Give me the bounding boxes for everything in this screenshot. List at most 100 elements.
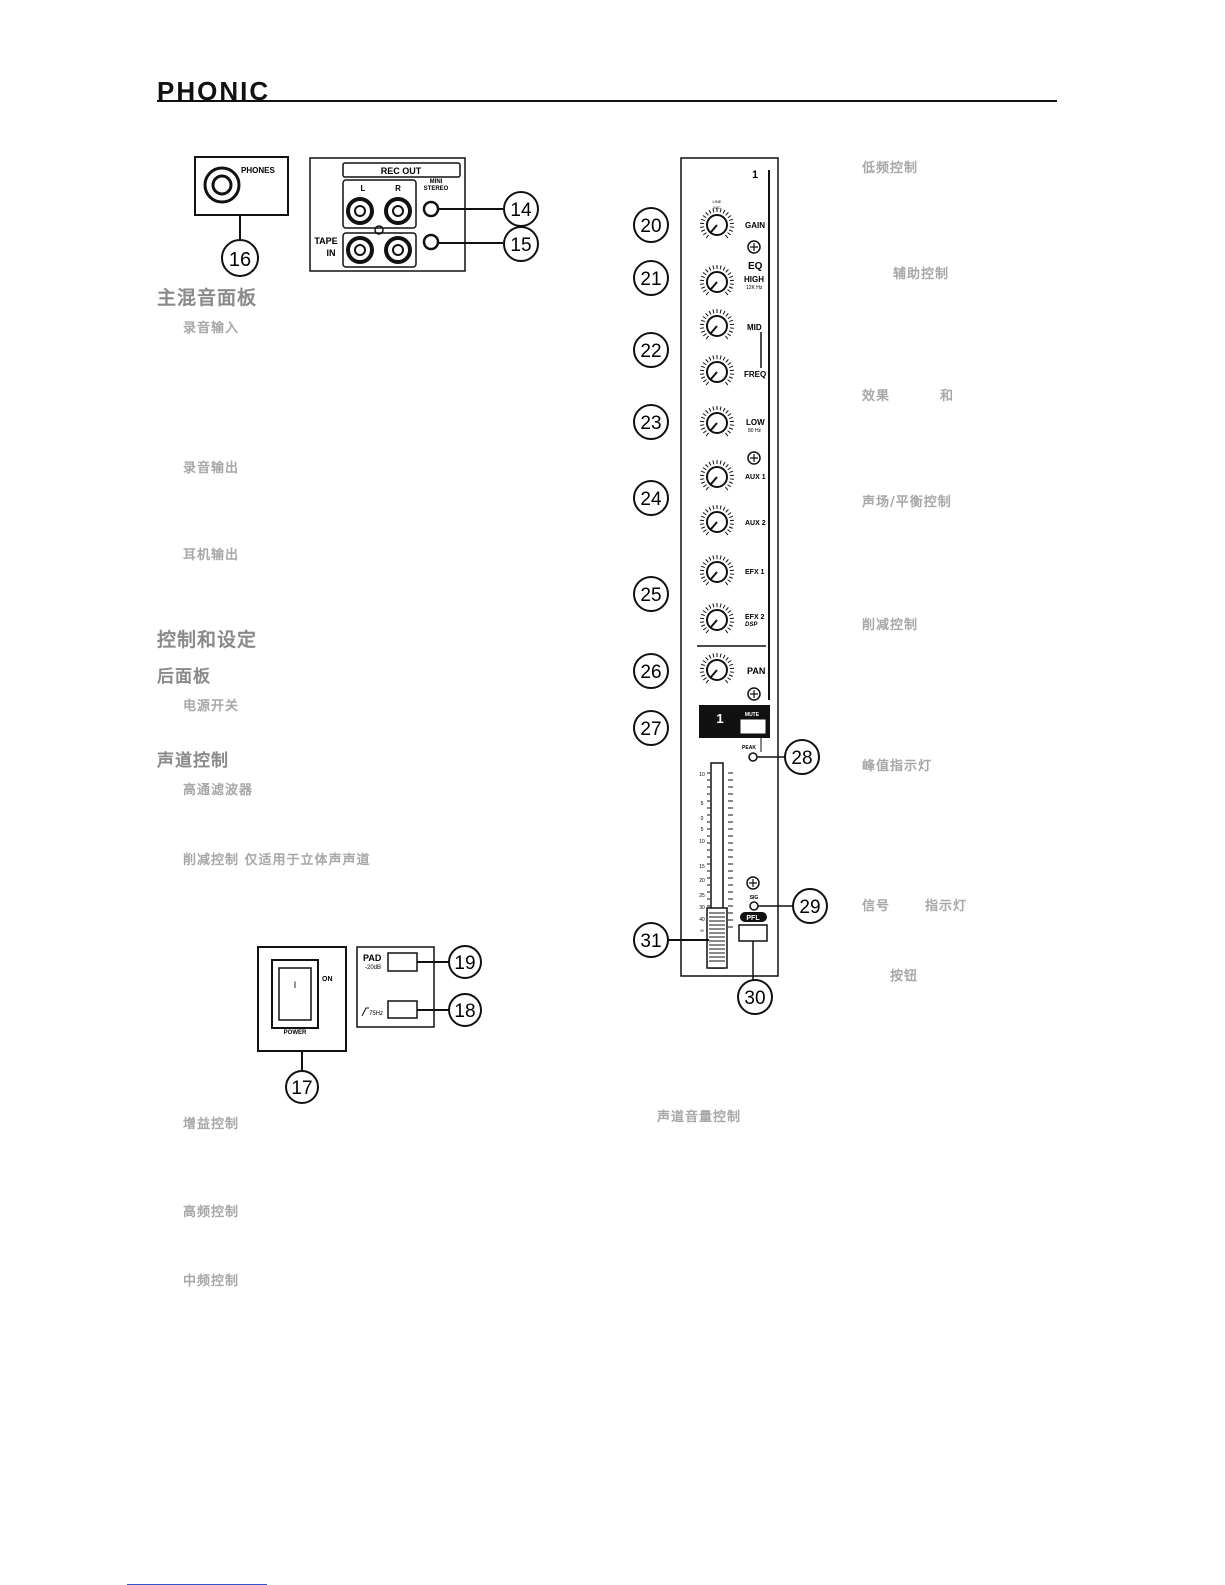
screw-icon (747, 687, 761, 701)
item-efx-b: 和 (940, 389, 955, 404)
screw-icon (747, 240, 761, 254)
pad-switch (387, 952, 418, 972)
svg-text:24: 24 (640, 489, 662, 510)
svg-text:LOW: LOW (746, 418, 765, 427)
knob-3 (700, 355, 734, 386)
pfl-badge (740, 912, 767, 922)
svg-text:R: R (395, 184, 401, 193)
callout-28: 28 (784, 739, 820, 775)
heading-rear-panel: 后面板 (157, 667, 211, 687)
rec-out-r-jack-icon (384, 197, 412, 225)
callout-24: 24 (633, 480, 669, 516)
knob-5 (700, 460, 734, 491)
tape-in-l-jack-icon (346, 236, 374, 264)
svg-text:26: 26 (640, 662, 661, 683)
svg-text:18: 18 (454, 1001, 475, 1022)
recout-panel (309, 157, 466, 272)
callout-21: 21 (633, 260, 669, 296)
item-rec-out: 录音输出 (183, 461, 240, 476)
svg-text:14: 14 (510, 200, 532, 221)
hpf-slope-icon (361, 1007, 369, 1017)
power-switch-icon (278, 967, 312, 1021)
callout-17 (285, 1070, 319, 1104)
callout-15 (503, 226, 539, 262)
svg-text:HIGH: HIGH (744, 275, 764, 284)
svg-text:31: 31 (640, 931, 661, 952)
fader-scale-label: ∞ (700, 928, 704, 934)
callout-27: 27 (633, 710, 669, 746)
svg-text:EFX 2: EFX 2 (745, 614, 765, 621)
svg-text:17: 17 (291, 1078, 312, 1099)
pfl-button (738, 924, 768, 942)
callout-26: 26 (633, 653, 669, 689)
phones-label: PHONES (241, 166, 275, 175)
svg-text:30: 30 (744, 988, 765, 1009)
strip-panel (680, 157, 779, 977)
item-efx-a: 效果 (862, 389, 891, 404)
callout-20: 20 (633, 207, 669, 243)
phonic-logo: PHONIC (157, 76, 271, 106)
power-figure: I ON POWER 17 PAD -20dB 75Hz 19 18 (257, 945, 482, 1104)
item-mute: 削减控制 (862, 618, 919, 633)
svg-text:PFL: PFL (746, 915, 760, 922)
screw-icon (747, 451, 761, 465)
svg-text:75Hz: 75Hz (369, 1011, 383, 1017)
svg-text:19: 19 (454, 953, 475, 974)
svg-text:MID: MID (747, 323, 762, 332)
svg-text:22: 22 (640, 341, 661, 362)
svg-text:L: L (361, 184, 366, 193)
fader-scale-label: 30 (699, 905, 705, 911)
svg-text:AUX 1: AUX 1 (745, 474, 766, 481)
heading-channel-controls: 声道控制 (157, 751, 229, 771)
svg-text:15: 15 (510, 235, 531, 256)
jacks-figure: PHONES 16 REC OUT L R MINI STEREO TAPE I… (194, 156, 539, 277)
svg-text:29: 29 (799, 897, 820, 918)
item-gain: 增益控制 (183, 1117, 240, 1132)
svg-text:MINI: MINI (430, 179, 443, 185)
item-power-switch: 电源开关 (183, 699, 240, 714)
item-aux: 辅助控制 (893, 267, 950, 282)
fader-scale-label: 25 (699, 893, 705, 899)
fader-scale-label: 15 (699, 864, 705, 870)
svg-text:AUX 2: AUX 2 (745, 520, 766, 527)
svg-text:I: I (294, 980, 297, 990)
item-channel-fader: 声道音量控制 (657, 1110, 742, 1125)
mute-button (739, 718, 767, 735)
svg-text:23: 23 (640, 413, 661, 434)
svg-text:27: 27 (640, 719, 661, 740)
knob-8 (700, 603, 734, 634)
fader-scale-label: 20 (699, 878, 705, 884)
item-high: 高频控制 (183, 1205, 240, 1220)
svg-text:80 Hz: 80 Hz (748, 428, 762, 434)
tape-in-r-jack-icon (384, 236, 412, 264)
peak-led (748, 752, 758, 762)
callout-25: 25 (633, 576, 669, 612)
knob-4 (700, 406, 734, 437)
svg-text:MUTE: MUTE (745, 712, 760, 718)
svg-text:1: 1 (752, 169, 758, 181)
svg-text:IN: IN (327, 248, 336, 258)
item-mid: 中频控制 (183, 1274, 240, 1289)
svg-text:GAIN: GAIN (745, 221, 765, 230)
svg-text:MIC: MIC (713, 205, 720, 210)
callout-16 (221, 239, 259, 277)
svg-text:EQ: EQ (748, 261, 763, 272)
mini-stereo-in-jack-icon (422, 233, 440, 251)
svg-text:25: 25 (640, 585, 661, 606)
callout-22: 22 (633, 332, 669, 368)
svg-text:ON: ON (322, 976, 333, 983)
item-peak: 峰值指示灯 (862, 759, 933, 774)
svg-text:PAD: PAD (363, 953, 382, 963)
item-hpf: 高通滤波器 (183, 783, 254, 798)
svg-text:POWER: POWER (284, 1030, 307, 1036)
callout-29: 29 (792, 888, 828, 924)
phones-jack-icon (203, 166, 241, 204)
knob-1 (700, 265, 734, 296)
callout-31: 31 (633, 922, 669, 958)
svg-text:STEREO: STEREO (424, 186, 449, 192)
pad-hpf-panel (356, 946, 435, 1028)
svg-text:SIG: SIG (750, 895, 759, 901)
svg-text:21: 21 (640, 269, 661, 290)
heading-controls: 控制和设定 (157, 629, 258, 651)
item-pad: 削减控制 仅适用于立体声声道 (183, 853, 371, 868)
